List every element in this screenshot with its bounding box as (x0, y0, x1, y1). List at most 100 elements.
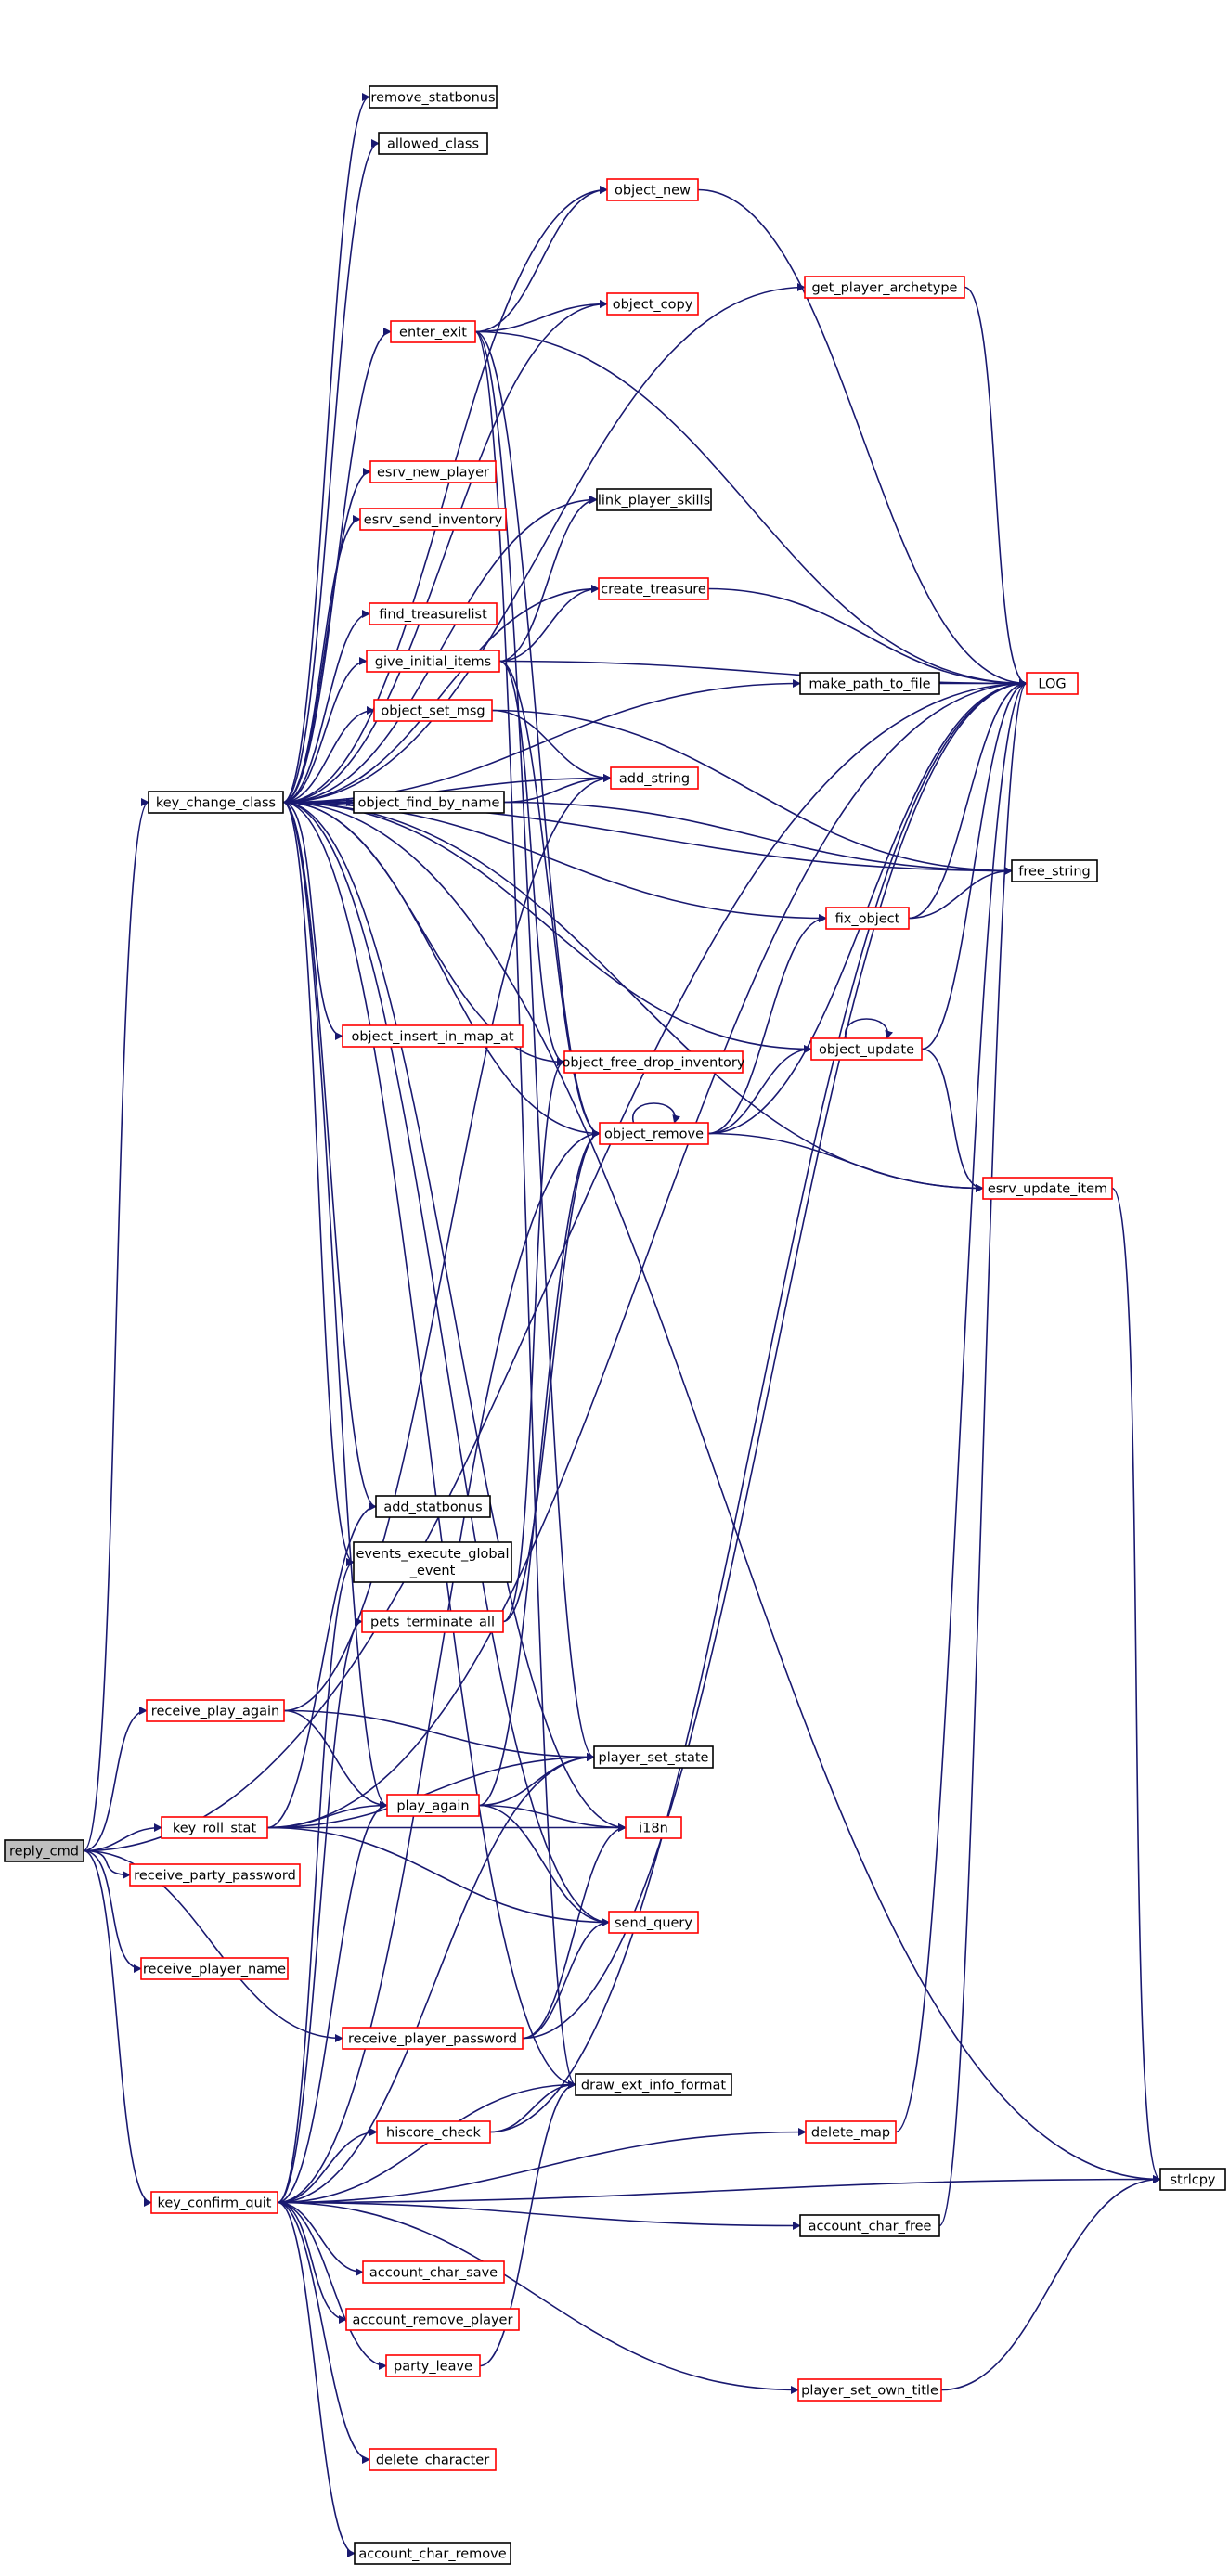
node-send_query[interactable]: send_query (608, 1911, 699, 1934)
node-box (359, 508, 507, 531)
node-delete_character[interactable]: delete_character (369, 2448, 497, 2471)
node-delete_map[interactable]: delete_map (805, 2120, 897, 2144)
edge-object_remove-to-object_remove (632, 1102, 681, 1124)
node-enter_exit[interactable]: enter_exit (390, 320, 476, 343)
node-object_copy[interactable]: object_copy (606, 292, 699, 316)
edge-receive_player_password-to-i18n (522, 1823, 627, 2040)
edge-key_change_class-to-events_execute_global_event (282, 801, 355, 1566)
node-box (369, 460, 497, 483)
node-esrv_new_player[interactable]: esrv_new_player (369, 460, 497, 483)
node-object_remove[interactable]: object_remove (599, 1122, 709, 1145)
node-pets_terminate_all[interactable]: pets_terminate_all (361, 1610, 504, 1633)
node-key_change_class[interactable]: key_change_class (148, 791, 284, 814)
node-account_char_save[interactable]: account_char_save (362, 2260, 505, 2284)
node-LOG[interactable]: LOG (1026, 672, 1079, 695)
node-strlcpy[interactable]: strlcpy (1159, 2168, 1226, 2191)
node-label: object_find_by_name (358, 796, 500, 811)
node-player_set_own_title[interactable]: player_set_own_title (797, 2378, 942, 2402)
node-account_remove_player[interactable]: account_remove_player (345, 2308, 520, 2331)
node-free_string[interactable]: free_string (1011, 859, 1098, 882)
edge-object_find_by_name-to-free_string (503, 801, 1013, 875)
node-box (150, 2191, 278, 2214)
node-i18n[interactable]: i18n (625, 1816, 682, 1839)
edge-receive_play_again-to-add_string (283, 774, 612, 1712)
edge-reply_cmd-to-receive_play_again (83, 1707, 148, 1852)
node-account_char_remove[interactable]: account_char_remove (354, 2542, 511, 2565)
node-object_update[interactable]: object_update (810, 1037, 923, 1061)
edge-key_change_class-to-find_treasurelist (282, 610, 370, 804)
node-fix_object[interactable]: fix_object (825, 907, 910, 930)
edge-key_change_class-to-draw_ext_info_format (282, 801, 576, 2089)
node-label: object_free_drop_inventory (563, 1056, 745, 1071)
node-find_treasurelist[interactable]: find_treasurelist (369, 602, 498, 625)
node-label: add_string (619, 772, 690, 787)
node-esrv_send_inventory[interactable]: esrv_send_inventory (359, 508, 507, 531)
edge-object_set_msg-to-free_string (491, 709, 1013, 875)
edge-receive_play_again-to-play_again (283, 1709, 388, 1810)
node-label: get_player_archetype (812, 281, 958, 296)
edge-give_initial_items-to-link_player_skills (498, 496, 598, 663)
node-label: enter_exit (399, 326, 467, 341)
node-play_again[interactable]: play_again (386, 1794, 480, 1817)
edge-key_confirm_quit-to-pets_terminate_all (277, 1617, 363, 2204)
edge-key_confirm_quit-to-account_char_remove (277, 2201, 356, 2557)
node-give_initial_items[interactable]: give_initial_items (366, 650, 500, 673)
node-add_statbonus[interactable]: add_statbonus (375, 1495, 491, 1518)
edge-party_leave-to-draw_ext_info_format (479, 2080, 576, 2367)
node-object_insert_in_map_at[interactable]: object_insert_in_map_at (342, 1024, 524, 1048)
node-box (599, 1122, 709, 1145)
node-box (369, 85, 498, 109)
node-label: add_statbonus (383, 1501, 482, 1515)
node-label: player_set_own_title (801, 2384, 938, 2399)
node-receive_party_password[interactable]: receive_party_password (129, 1863, 301, 1887)
node-key_roll_stat[interactable]: key_roll_stat (161, 1816, 268, 1839)
node-box (1011, 859, 1098, 882)
node-receive_player_password[interactable]: receive_player_password (342, 2027, 524, 2050)
node-esrv_update_item[interactable]: esrv_update_item (982, 1177, 1113, 1200)
edge-key_change_class-to-allowed_class (282, 139, 380, 804)
edge-key_roll_stat-to-player_set_state (266, 1753, 595, 1829)
edge-receive_player_password-to-LOG (522, 679, 1028, 2040)
edge-key_change_class-to-esrv_send_inventory (282, 515, 361, 804)
node-events_execute_global_event[interactable]: events_execute_global_event (353, 1541, 512, 1583)
edge-object_remove-to-object_update (707, 1045, 812, 1135)
node-object_set_msg[interactable]: object_set_msg (373, 699, 493, 722)
edge-key_change_class-to-object_free_drop_inventory (282, 801, 565, 1066)
node-remove_statbonus[interactable]: remove_statbonus (369, 85, 498, 109)
node-draw_ext_info_format[interactable]: draw_ext_info_format (575, 2073, 732, 2096)
node-make_path_to_file[interactable]: make_path_to_file (799, 672, 940, 695)
node-key_confirm_quit[interactable]: key_confirm_quit (150, 2191, 278, 2214)
node-get_player_archetype[interactable]: get_player_archetype (804, 276, 965, 299)
edge-key_confirm_quit-to-account_char_free (277, 2201, 801, 2230)
node-label: key_confirm_quit (158, 2196, 272, 2211)
node-allowed_class[interactable]: allowed_class (378, 132, 488, 155)
edge-key_change_class-to-add_string (282, 774, 612, 804)
node-object_find_by_name[interactable]: object_find_by_name (353, 791, 505, 814)
node-object_free_drop_inventory[interactable]: object_free_drop_inventory (563, 1050, 745, 1074)
edge-enter_exit-to-object_remove (474, 330, 601, 1138)
node-object_new[interactable]: object_new (606, 178, 699, 201)
edge-layer (83, 93, 1161, 2557)
node-add_string[interactable]: add_string (610, 766, 699, 790)
node-label: fix_object (835, 912, 900, 927)
node-party_leave[interactable]: party_leave (385, 2354, 481, 2377)
edge-key_confirm_quit-to-delete_character (277, 2201, 370, 2464)
node-link_player_skills[interactable]: link_player_skills (596, 488, 712, 511)
node-account_char_free[interactable]: account_char_free (799, 2214, 940, 2237)
edge-key_change_class-to-fix_object (282, 801, 827, 922)
node-receive_player_name[interactable]: receive_player_name (140, 1957, 289, 1980)
node-layer: reply_cmdkey_change_classremove_statbonu… (4, 85, 1226, 2565)
edge-key_roll_stat-to-add_statbonus (266, 1502, 377, 1829)
edge-key_confirm_quit-to-events_execute_global_event (277, 1558, 355, 2204)
node-box (345, 2308, 520, 2331)
node-label: party_leave (394, 2360, 472, 2375)
node-label: esrv_update_item (988, 1182, 1107, 1197)
node-label: play_again (396, 1799, 469, 1814)
edge-fix_object-to-free_string (908, 867, 1013, 920)
edge-key_roll_stat-to-LOG (266, 679, 1028, 1829)
node-label: account_char_free (809, 2220, 932, 2235)
node-create_treasure[interactable]: create_treasure (598, 577, 709, 600)
node-hiscore_check[interactable]: hiscore_check (376, 2120, 491, 2144)
node-receive_play_again[interactable]: receive_play_again (146, 1699, 285, 1722)
node-player_set_state[interactable]: player_set_state (593, 1745, 714, 1769)
